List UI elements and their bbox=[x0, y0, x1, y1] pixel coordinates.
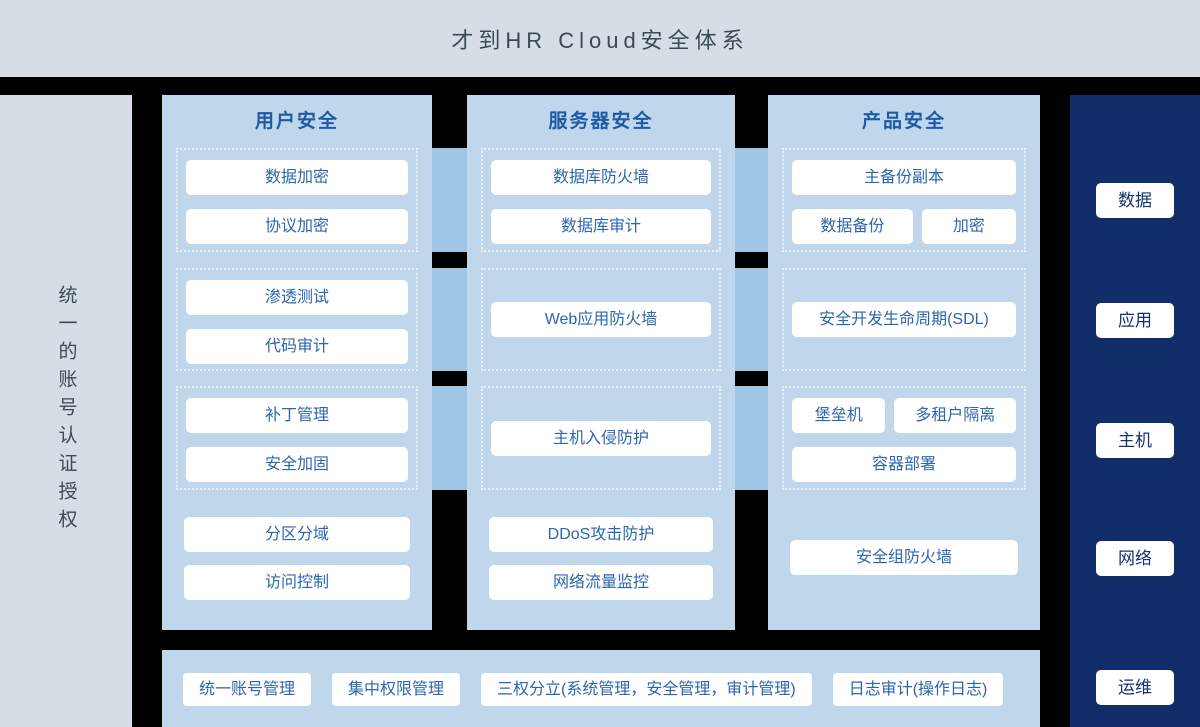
node-encryption: 加密 bbox=[921, 209, 1016, 244]
group-user-data: 数据加密 协议加密 bbox=[176, 148, 418, 252]
layer-data: 数据 bbox=[1096, 183, 1174, 218]
right-sidebar-layers: 数据 应用 主机 网络 运维 bbox=[1070, 95, 1200, 727]
node-primary-backup-replica: 主备份副本 bbox=[792, 160, 1016, 195]
group-product-host: 堡垒机 多租户隔离 容器部署 bbox=[782, 386, 1026, 490]
node-data-backup: 数据备份 bbox=[792, 209, 913, 244]
node-traffic-monitoring: 网络流量监控 bbox=[489, 565, 713, 600]
node-database-audit: 数据库审计 bbox=[491, 209, 711, 244]
column-server-security: 服务器安全 数据库防火墙 数据库审计 Web应用防火墙 主机入侵防护 DDoS攻… bbox=[467, 95, 735, 630]
node-centralized-permission-management: 集中权限管理 bbox=[332, 673, 461, 706]
footer-server-network: DDoS攻击防护 网络流量监控 bbox=[489, 517, 713, 600]
layer-application: 应用 bbox=[1096, 303, 1174, 338]
node-ddos-protection: DDoS攻击防护 bbox=[489, 517, 713, 552]
column-product-security: 产品安全 主备份副本 数据备份 加密 安全开发生命周期(SDL) 堡垒机 多租户… bbox=[768, 95, 1040, 630]
layer-host: 主机 bbox=[1096, 423, 1174, 458]
group-product-data: 主备份副本 数据备份 加密 bbox=[782, 148, 1026, 252]
node-access-control: 访问控制 bbox=[184, 565, 410, 600]
column-title-server-security: 服务器安全 bbox=[548, 111, 654, 132]
node-unified-account-management: 统一账号管理 bbox=[183, 673, 312, 706]
group-user-host: 补丁管理 安全加固 bbox=[176, 386, 418, 490]
node-log-audit: 日志审计(操作日志) bbox=[832, 673, 1004, 706]
node-protocol-encryption: 协议加密 bbox=[186, 209, 408, 244]
connector-col1-col2-row3 bbox=[432, 386, 467, 490]
left-sidebar: 统一的账号认证授权 bbox=[0, 95, 132, 727]
node-container-deployment: 容器部署 bbox=[792, 447, 1016, 482]
node-security-group-firewall: 安全组防火墙 bbox=[790, 540, 1018, 575]
group-product-app: 安全开发生命周期(SDL) bbox=[782, 268, 1026, 371]
layer-network: 网络 bbox=[1096, 541, 1174, 576]
bottom-bar-governance: 统一账号管理 集中权限管理 三权分立(系统管理，安全管理，审计管理) 日志审计(… bbox=[162, 650, 1040, 727]
node-penetration-test: 渗透测试 bbox=[186, 280, 408, 315]
column-title-user-security: 用户安全 bbox=[254, 111, 339, 132]
node-partition-zoning: 分区分域 bbox=[184, 517, 410, 552]
column-user-security: 用户安全 数据加密 协议加密 渗透测试 代码审计 补丁管理 安全加固 分区分域 … bbox=[162, 95, 432, 630]
footer-product-network: 安全组防火墙 bbox=[790, 540, 1018, 575]
group-server-data: 数据库防火墙 数据库审计 bbox=[481, 148, 721, 252]
connector-col2-col3-row1 bbox=[735, 148, 768, 252]
left-sidebar-label: 统一的账号认证授权 bbox=[55, 285, 77, 537]
node-data-encryption: 数据加密 bbox=[186, 160, 408, 195]
node-separation-of-powers: 三权分立(系统管理，安全管理，审计管理) bbox=[481, 673, 812, 706]
node-web-app-firewall: Web应用防火墙 bbox=[491, 302, 711, 337]
node-security-hardening: 安全加固 bbox=[186, 447, 408, 482]
layer-operations: 运维 bbox=[1096, 670, 1174, 705]
node-host-intrusion-protection: 主机入侵防护 bbox=[491, 420, 711, 456]
group-server-app: Web应用防火墙 bbox=[481, 268, 721, 371]
column-title-product-security: 产品安全 bbox=[861, 111, 946, 132]
node-database-firewall: 数据库防火墙 bbox=[491, 160, 711, 195]
connector-col2-col3-row2 bbox=[735, 268, 768, 371]
page-title-bar: 才到HR Cloud安全体系 bbox=[0, 0, 1200, 77]
node-code-audit: 代码审计 bbox=[186, 329, 408, 364]
connector-col1-col2-row1 bbox=[432, 148, 467, 252]
group-server-host: 主机入侵防护 bbox=[481, 386, 721, 490]
node-multi-tenant-isolation: 多租户隔离 bbox=[894, 398, 1016, 433]
connector-col1-col2-row2 bbox=[432, 268, 467, 371]
node-bastion-host: 堡垒机 bbox=[792, 398, 886, 433]
footer-user-network: 分区分域 访问控制 bbox=[184, 517, 410, 600]
page-title: 才到HR Cloud安全体系 bbox=[451, 27, 749, 53]
node-patch-management: 补丁管理 bbox=[186, 398, 408, 433]
group-user-app: 渗透测试 代码审计 bbox=[176, 268, 418, 371]
connector-col2-col3-row3 bbox=[735, 386, 768, 490]
node-sdl: 安全开发生命周期(SDL) bbox=[792, 302, 1016, 337]
